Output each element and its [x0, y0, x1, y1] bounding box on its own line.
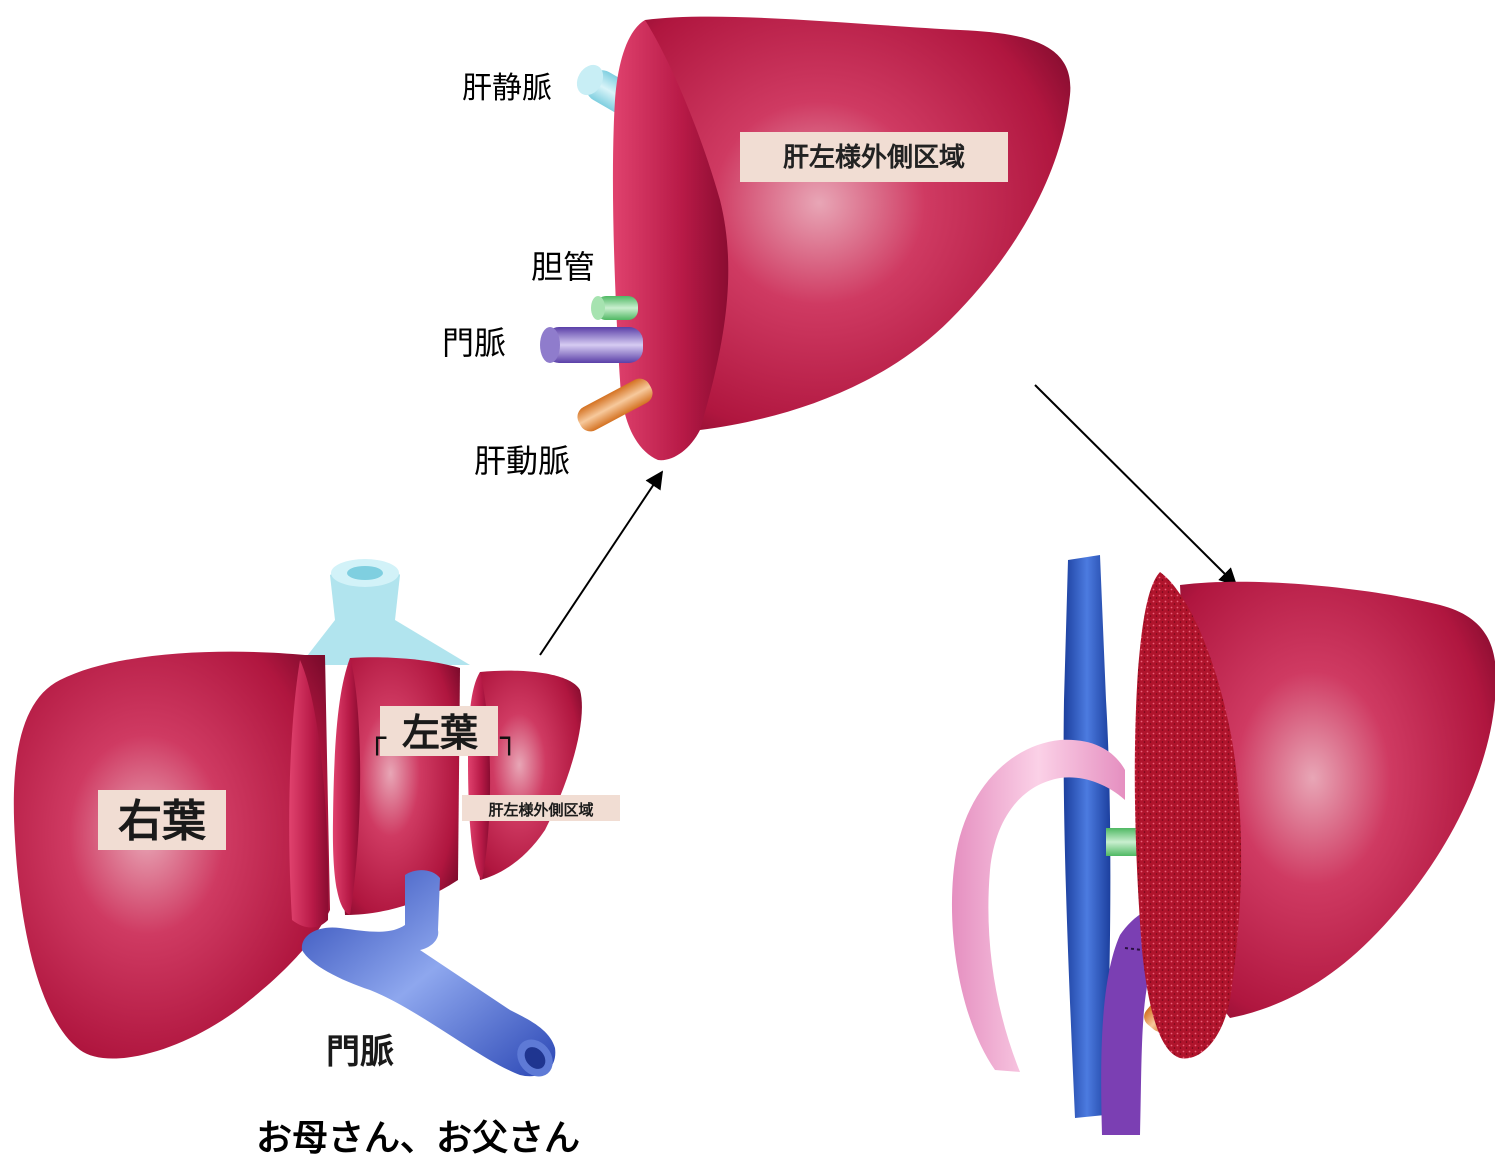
- portal-vein-label: 門脈: [442, 324, 506, 362]
- recipient-group: [952, 555, 1495, 1135]
- donor-left-lobe-bracket-left: ┌: [368, 721, 387, 756]
- donor-hepatic-vein-vessel: [300, 559, 470, 665]
- donor-right-lobe: [14, 652, 330, 1059]
- top-graft-group: 肝左様外側区域 肝静脈 胆管 門脈 肝動脈: [442, 17, 1070, 480]
- donor-left-lobe-label: 左葉: [402, 711, 479, 755]
- bile-duct-label: 胆管: [531, 248, 595, 286]
- donor-portal-vein-label: 門脈: [326, 1032, 394, 1072]
- donor-segment-label: 肝左様外側区域: [488, 801, 593, 819]
- donor-left-lateral-segment: [474, 671, 582, 880]
- donor-liver-group: 右葉 ┌ 左葉 ┐ 肝左様外側区域 門脈 お母さん、お父さん: [14, 559, 620, 1159]
- hepatic-artery-label: 肝動脈: [474, 442, 570, 480]
- arrow-graft-to-recipient: [1035, 385, 1236, 585]
- graft-segment-label: 肝左様外側区域: [783, 142, 965, 173]
- donor-left-lobe-bracket-right: ┐: [499, 721, 518, 756]
- arrow-donor-to-graft: [540, 472, 662, 655]
- bile-duct-vessel: [591, 296, 638, 320]
- hepatic-vein-label: 肝静脈: [462, 71, 552, 106]
- donor-right-lobe-label: 右葉: [118, 796, 207, 847]
- donor-caption: お母さん、お父さん: [256, 1118, 580, 1159]
- portal-vein-vessel: [540, 327, 643, 363]
